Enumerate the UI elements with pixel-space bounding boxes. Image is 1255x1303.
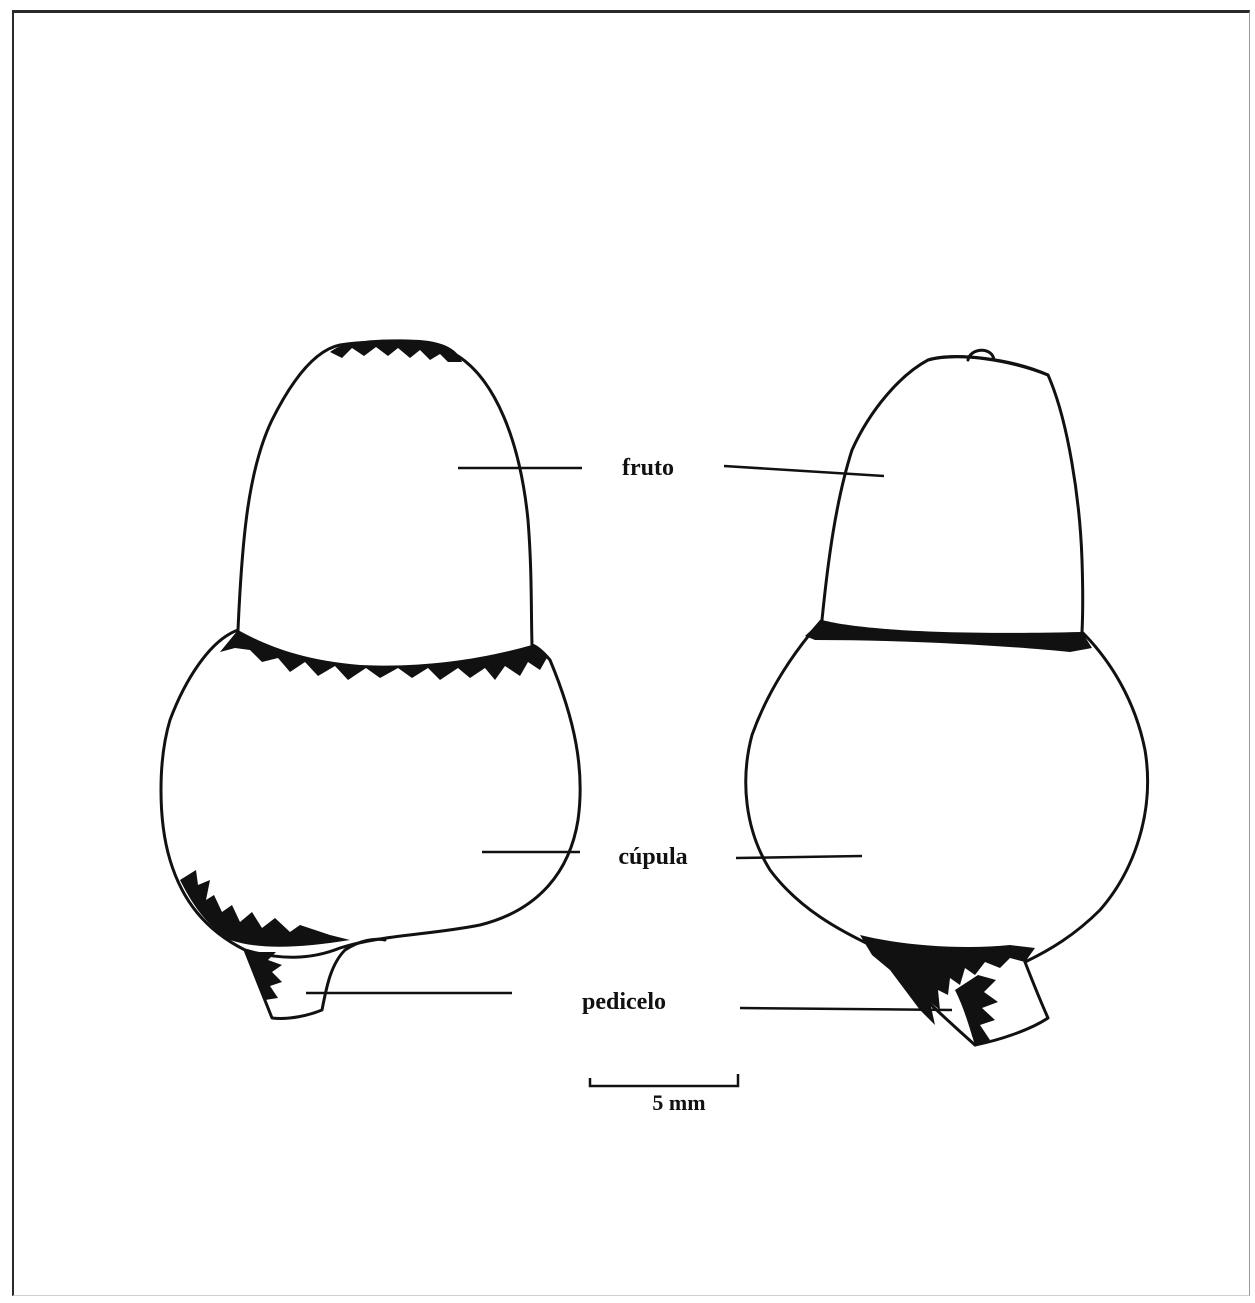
left-acorn-pedicel-shade (245, 952, 282, 1000)
right-acorn (746, 350, 1148, 1045)
right-acorn-cupule-rim (805, 620, 1092, 652)
scale-bar-line (590, 1074, 738, 1086)
scale-bar-label: 5 mm (652, 1090, 705, 1115)
leader-fruit-right (724, 466, 884, 476)
label-fruit: fruto (622, 455, 674, 481)
left-acorn (161, 339, 580, 1018)
left-acorn-base-scales (180, 870, 350, 947)
label-cupule: cúpula (618, 844, 687, 870)
right-acorn-fruit (822, 357, 1083, 632)
right-acorn-base-scales (860, 935, 1035, 1025)
left-acorn-cupule-rim (220, 630, 548, 680)
scale-bar: 5 mm (590, 1074, 738, 1115)
left-acorn-cupule (161, 630, 580, 957)
leader-cupule-right (736, 856, 862, 858)
right-acorn-apex-disc (928, 356, 1048, 375)
leader-lines (306, 466, 952, 1010)
right-acorn-cupule-right (1025, 632, 1148, 962)
left-acorn-fruit (238, 343, 532, 645)
label-pedicel: pedicelo (582, 989, 666, 1015)
